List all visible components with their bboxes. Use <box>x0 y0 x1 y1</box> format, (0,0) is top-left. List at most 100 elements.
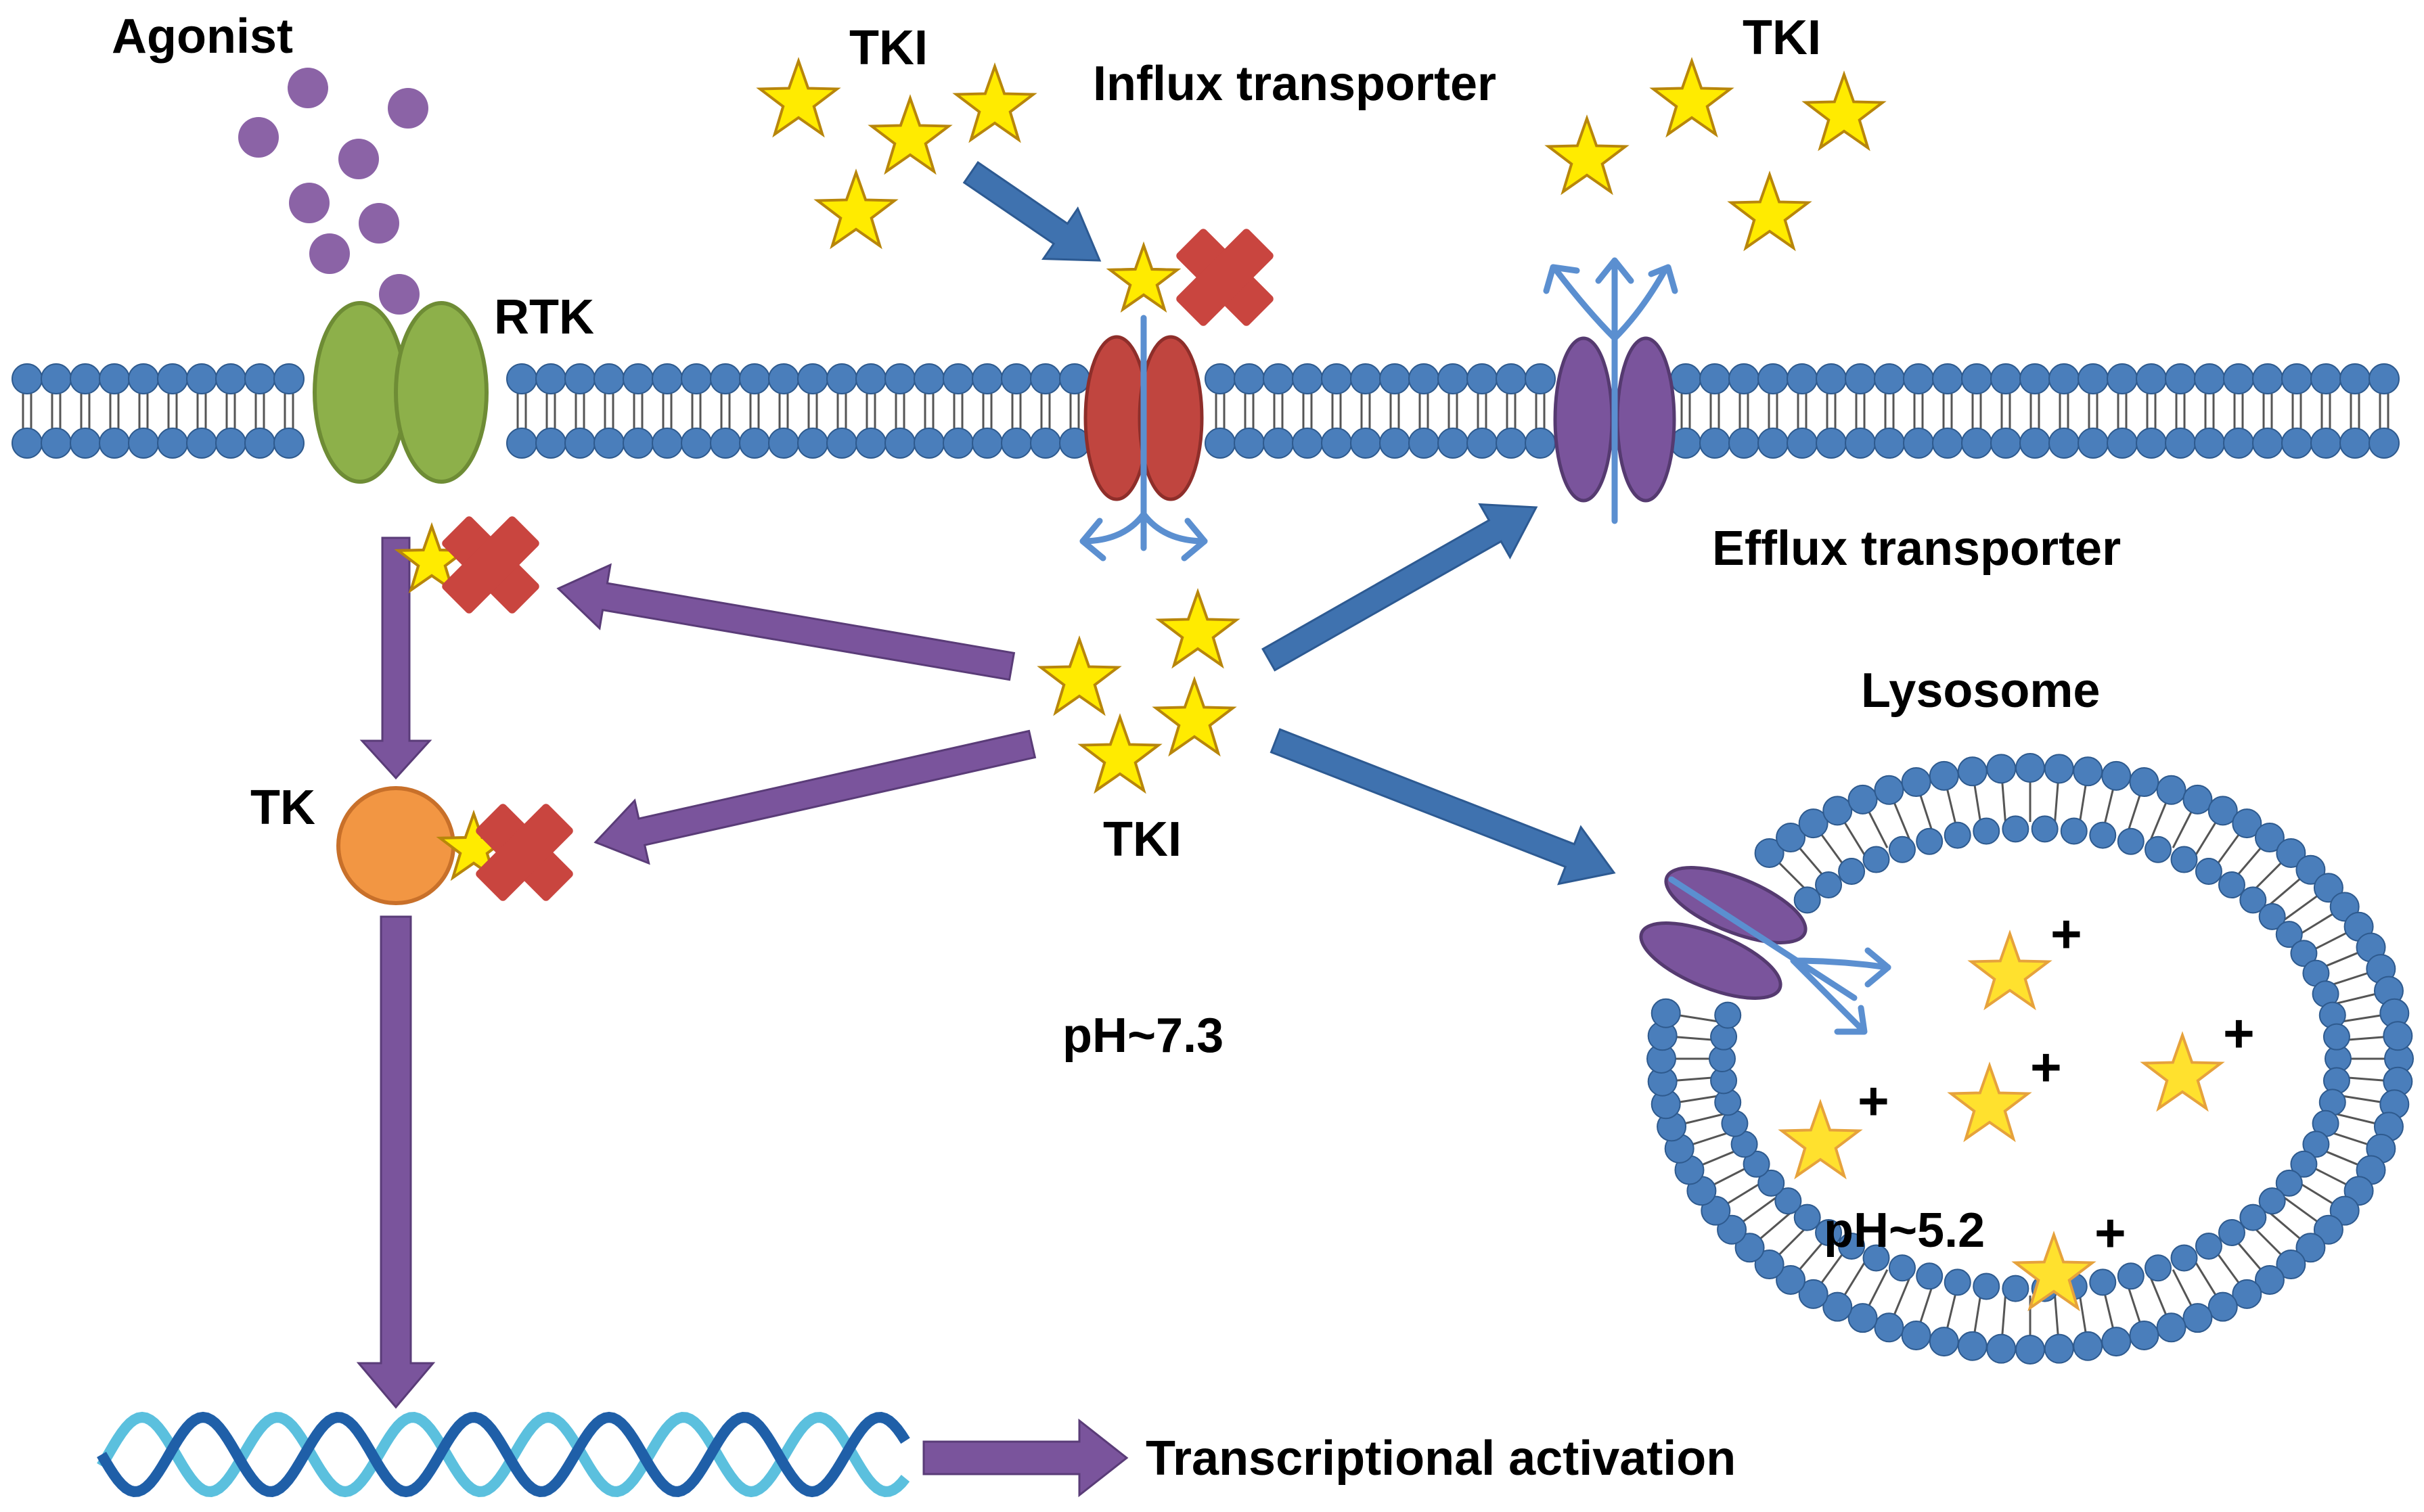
lipid-head <box>1466 363 1498 394</box>
positive-charge: + <box>2094 1203 2126 1263</box>
lysosome-lipid-head <box>1793 886 1821 914</box>
lysosome-lipid-head <box>1651 998 1681 1028</box>
lipid-head <box>128 363 159 394</box>
lipid-head <box>506 363 537 394</box>
lipid-head <box>797 428 828 459</box>
lysosome-lipid-head <box>2232 1279 2262 1309</box>
lysosome-lipid-head <box>1901 1320 1931 1350</box>
lysosome-lipid-head <box>1714 1001 1742 1029</box>
positive-charge: + <box>2050 904 2082 964</box>
lysosome-lipid-head <box>1916 1262 1944 1290</box>
lipid-head <box>273 428 305 459</box>
agonist-molecules <box>238 68 428 315</box>
lysosome-lipid-head <box>2239 1204 2267 1231</box>
lipid-head <box>1816 428 1847 459</box>
lysosome-lipid-head <box>1874 1312 1904 1343</box>
tki-star-extracellular <box>870 97 950 173</box>
efflux-flow-tip-left <box>1543 264 1580 294</box>
tki-star-cytosol <box>1080 716 1160 792</box>
lysosome-flow-tip-up <box>1864 947 1891 988</box>
x-mark-rtk-blocked <box>442 516 539 614</box>
lipid-head <box>1525 428 1556 459</box>
lysosome-membrane <box>1646 753 2414 1365</box>
lipid-head <box>244 428 275 459</box>
lysosome-lipid-head <box>1822 1291 1853 1322</box>
lipid-head <box>1699 428 1730 459</box>
lysosome-flow-tip-down <box>1834 1005 1868 1035</box>
label-efflux-transporter: Efflux transporter <box>1712 522 2121 576</box>
lysosome-lipid-head <box>2015 753 2045 783</box>
lipid-head <box>1728 363 1759 394</box>
lipid-head <box>739 428 770 459</box>
agonist-dot <box>359 203 399 244</box>
lipid-head <box>1845 363 1876 394</box>
lipid-head <box>943 428 974 459</box>
lipid-head <box>1234 363 1265 394</box>
tki-star-extracellular <box>1652 60 1732 136</box>
lipid-head <box>2310 428 2341 459</box>
influx-flow-tip-left <box>1079 518 1106 562</box>
lysosome-lipid-head <box>1986 1333 2017 1364</box>
lysosome-lipid-head <box>2101 1327 2132 1357</box>
lipid-head <box>2107 428 2138 459</box>
arrow-tki-to-rtk <box>556 563 1016 681</box>
lysosome-lipid-head <box>2276 838 2306 868</box>
lysosome-lipid-head <box>1888 835 1916 863</box>
lysosome-lipid-head <box>2145 835 2172 863</box>
lipid-head <box>914 363 945 394</box>
lysosome-lipid-head <box>1774 1187 1802 1215</box>
lysosome-lipid-head <box>2002 815 2029 843</box>
lipid-head <box>2252 428 2283 459</box>
lysosome-lipid-head <box>2302 1130 2330 1158</box>
lysosome-lipid-head <box>2254 1264 2285 1295</box>
lysosome-lipid-head <box>1754 838 1785 868</box>
lipid-head <box>623 363 654 394</box>
lipid-head <box>1932 363 1963 394</box>
lipid-head <box>1961 363 1992 394</box>
lysosome-lipid-head <box>1776 1264 1806 1295</box>
tki-star-extracellular <box>1730 173 1810 250</box>
lysosome-transporter-upper <box>1664 866 1808 944</box>
lipid-head <box>1990 363 2021 394</box>
lysosome-lipid-head <box>1929 760 1959 791</box>
lipid-head <box>2165 363 2196 394</box>
lysosome-lipid-head <box>1798 808 1828 839</box>
lysosome-flow-line <box>1668 876 1858 1001</box>
lysosome-lipid-head <box>2129 1320 2159 1350</box>
lysosome-lipid-head <box>2089 1268 2117 1296</box>
lysosome-lipid-head <box>2073 1331 2103 1361</box>
lipid-head <box>1728 428 1759 459</box>
lipid-head <box>1350 363 1381 394</box>
lysosome-lipid-head <box>1862 846 1890 873</box>
lipid-head <box>1990 428 2021 459</box>
lipid-head <box>1757 363 1789 394</box>
agonist-dot <box>338 139 379 179</box>
lipid-head <box>2223 363 2254 394</box>
lipid-head <box>826 363 857 394</box>
lysosome-lipid-head <box>2258 1187 2286 1215</box>
lipid-head <box>1292 363 1323 394</box>
lipid-head <box>99 363 130 394</box>
lipid-head <box>41 428 72 459</box>
lysosome-lipid-head <box>2322 1023 2350 1051</box>
inhibition-marks <box>442 229 1274 901</box>
lipid-head <box>1903 428 1934 459</box>
lipid-head <box>652 363 683 394</box>
lysosome-lipid-head <box>2275 1169 2303 1197</box>
lipid-head <box>1321 363 1352 394</box>
label-ph-cytosol: pH~7.3 <box>1062 1009 1224 1063</box>
lysosome-lipid-head <box>2044 1333 2074 1364</box>
lipid-head <box>12 363 43 394</box>
lysosome-lipid-head <box>1838 1232 1866 1260</box>
block-arrows <box>356 161 1616 1498</box>
tki-star-cytosol <box>1039 638 1119 714</box>
lipid-head <box>70 428 101 459</box>
efflux-flow-branch-right <box>1611 267 1668 342</box>
lipid-head <box>2136 363 2167 394</box>
tki-star-extracellular <box>816 171 896 248</box>
lipid-head <box>186 428 217 459</box>
tki-star-cytosol <box>1154 679 1234 755</box>
lipid-head <box>681 428 712 459</box>
arrow-to-transcription <box>922 1418 1129 1498</box>
